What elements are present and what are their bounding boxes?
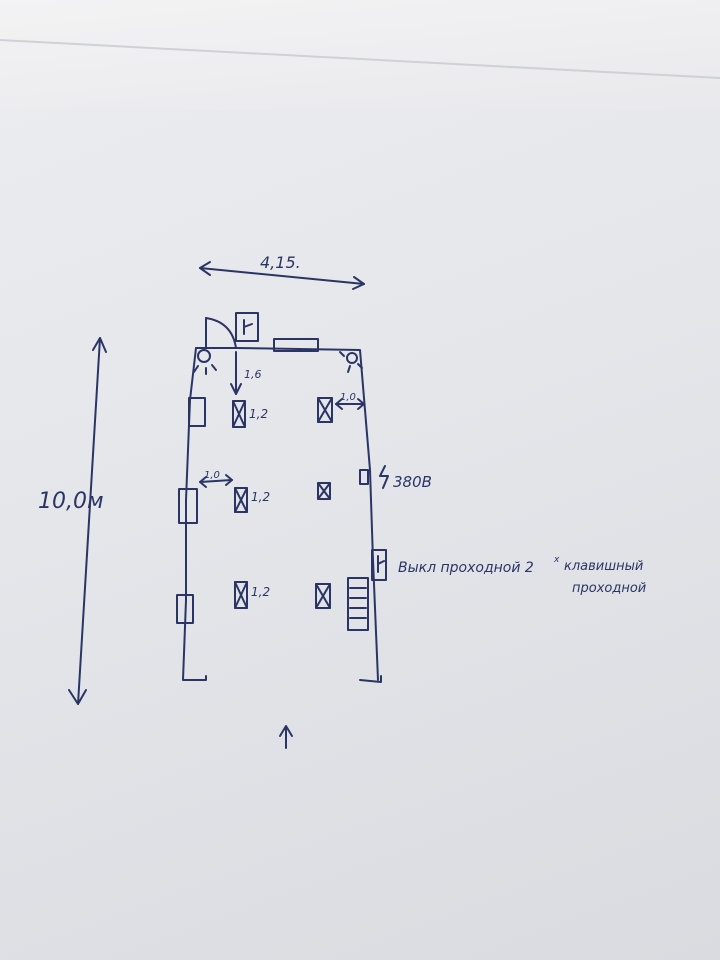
light-label-3: 1,2 (251, 585, 270, 599)
top-window (273, 338, 319, 352)
light-row-3 (234, 581, 331, 609)
switch-note-superscript: х (553, 555, 560, 565)
length-dimension-line (77, 337, 101, 705)
left-window-3 (176, 594, 194, 624)
left-gap-label: 1,0 (204, 470, 220, 481)
switch-top (235, 312, 259, 342)
lamp-top-right-rays (339, 351, 363, 373)
shelf (347, 577, 369, 631)
light-label-2: 1,2 (251, 490, 270, 504)
width-arrows (199, 261, 365, 290)
left-gap-line (199, 479, 233, 483)
light-row-2 (234, 482, 331, 513)
switch-note-line2: проходной (572, 581, 646, 596)
shelf-lines (349, 587, 367, 619)
left-window-2 (178, 488, 198, 524)
door-swing (205, 317, 237, 349)
left-gap-arrows (199, 474, 233, 488)
socket-380 (359, 469, 369, 485)
door-gap-label: 1,6 (244, 368, 262, 381)
switch-note-line1: Выкл проходной 2 (398, 560, 534, 576)
length-arrows (68, 337, 107, 705)
switch-right-symbol (377, 555, 385, 573)
sheet-fold-line (0, 39, 720, 79)
bottom-right-corner (359, 675, 382, 683)
entrance-arrow-head (279, 725, 293, 737)
right-gap-label: 1,0 (340, 392, 356, 403)
width-label: 4,15. (260, 253, 301, 272)
right-wall (195, 347, 379, 681)
switch-top-symbol (243, 319, 253, 335)
right-gap-arrows (335, 398, 365, 410)
lamp-top-right (346, 352, 358, 364)
left-window-1 (188, 397, 206, 427)
switch-right (371, 549, 387, 581)
lamp-top-left-rays (193, 364, 217, 375)
width-dimension-line (199, 267, 365, 285)
socket-label: 380В (393, 473, 432, 491)
door-gap-arrow (230, 383, 242, 395)
lamp-top-left (197, 349, 211, 363)
light-label-1: 1,2 (249, 407, 268, 421)
back-sheet (0, 0, 720, 110)
light-row-1 (232, 397, 333, 428)
power-symbol (379, 465, 389, 489)
switch-note-line1b: клавишный (564, 559, 643, 574)
length-label: 10,0м (38, 489, 104, 514)
